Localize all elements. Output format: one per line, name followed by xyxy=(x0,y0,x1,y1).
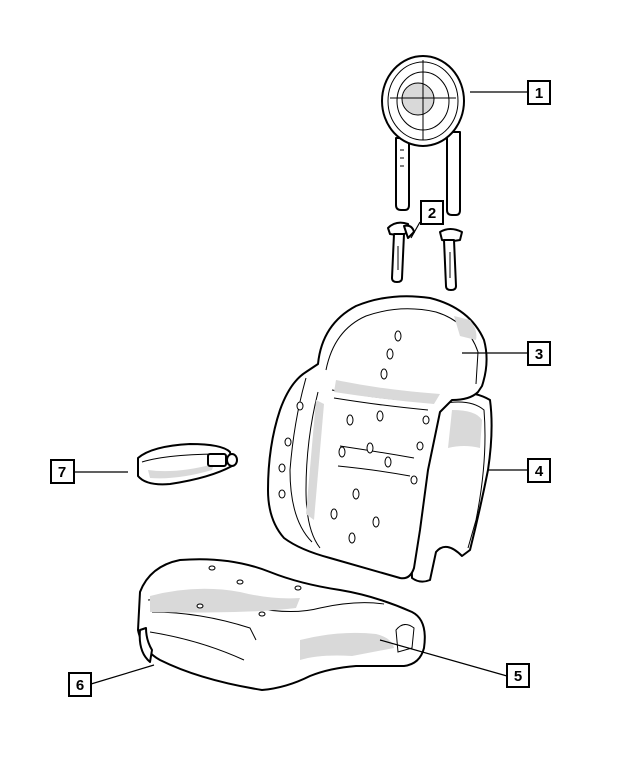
callout-1-label: 1 xyxy=(535,85,543,102)
callout-6: 6 xyxy=(68,672,92,697)
seat-cushion-part xyxy=(137,558,426,691)
leader-lines xyxy=(74,91,528,685)
seatback-part xyxy=(267,295,488,580)
callout-5: 5 xyxy=(506,663,530,688)
callout-4-label: 4 xyxy=(535,463,544,480)
headrest-guide-left xyxy=(387,221,415,283)
callout-7: 7 xyxy=(50,459,75,484)
callout-2: 2 xyxy=(420,200,444,225)
headrest-part xyxy=(381,55,465,216)
headrest-guide-right xyxy=(439,228,463,291)
callout-5-label: 5 xyxy=(514,668,522,685)
callout-3-label: 3 xyxy=(535,346,543,363)
callout-6-label: 6 xyxy=(76,677,84,694)
callout-4: 4 xyxy=(527,458,551,483)
callout-1: 1 xyxy=(527,80,551,105)
callout-3: 3 xyxy=(527,341,551,366)
callout-2-label: 2 xyxy=(428,205,436,222)
armrest-part xyxy=(137,443,238,486)
callout-7-label: 7 xyxy=(58,464,66,481)
